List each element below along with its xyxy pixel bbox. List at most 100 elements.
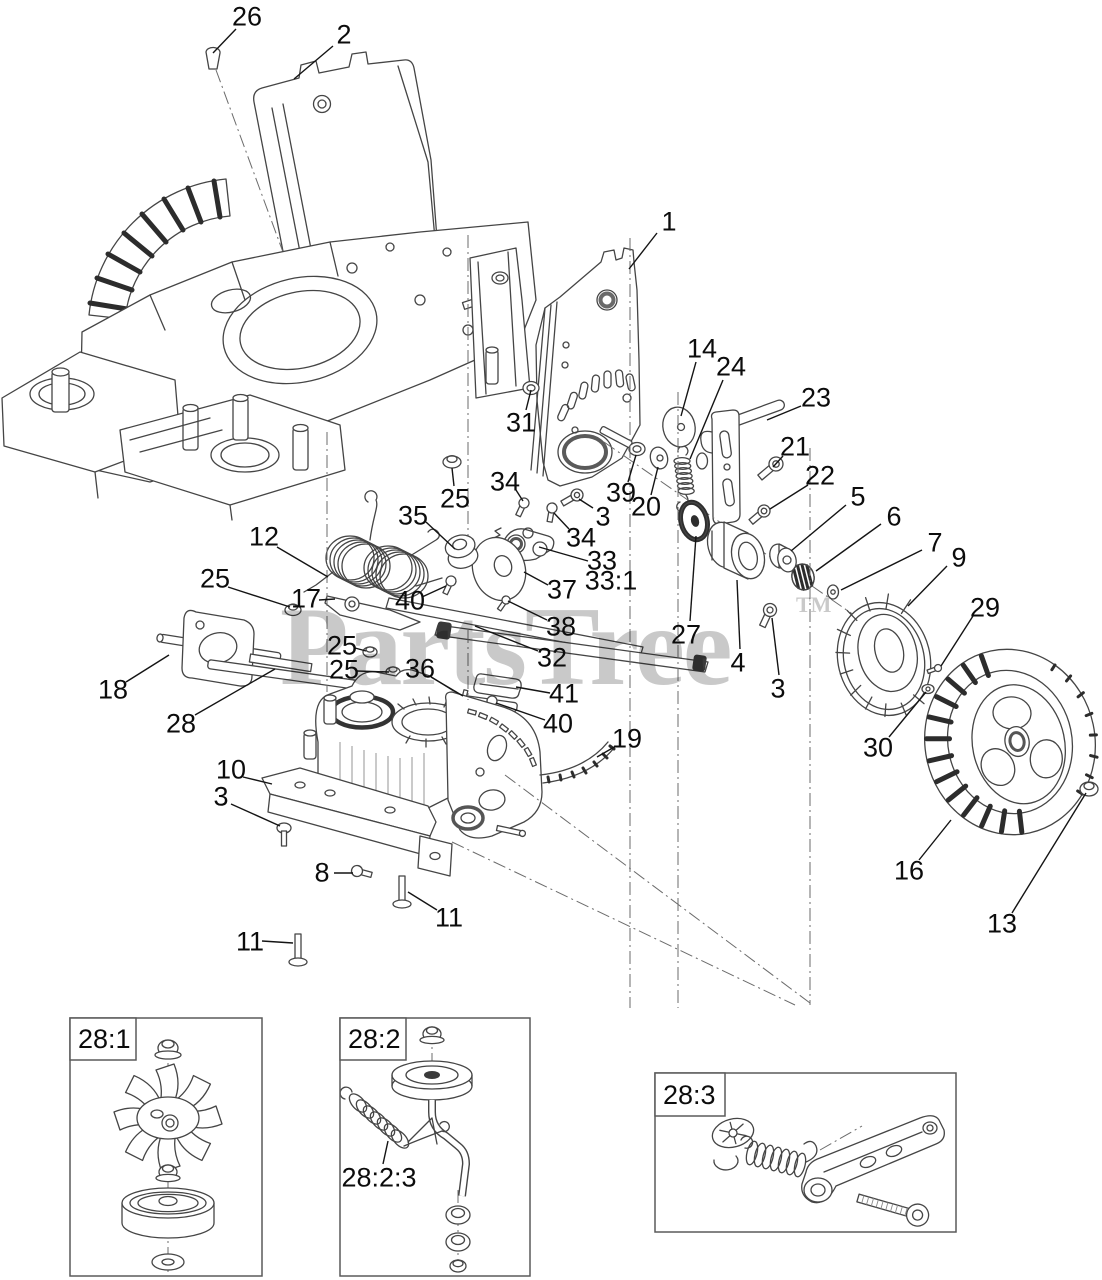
callout-11: 11 bbox=[236, 927, 294, 957]
inset-box-label: 28:3 bbox=[663, 1080, 716, 1110]
brake-assembly-art bbox=[442, 454, 555, 612]
inset-idler-art bbox=[339, 1026, 473, 1273]
callout-11: 11 bbox=[407, 891, 463, 933]
mower-deck-art bbox=[1, 46, 537, 521]
callout-number: 34 bbox=[490, 467, 520, 497]
callout-16: 16 bbox=[894, 819, 952, 886]
callout-number: 37 bbox=[547, 575, 577, 605]
watermark-text: PartsTree bbox=[280, 585, 731, 709]
callout-number: 24 bbox=[716, 352, 746, 382]
callout-number: 16 bbox=[894, 856, 924, 886]
callout-number: 33:1 bbox=[585, 566, 638, 596]
callout-number: 20 bbox=[631, 492, 661, 522]
sector-plate-art bbox=[444, 691, 616, 839]
callout-32: 32 bbox=[474, 625, 567, 673]
callout-number: 1 bbox=[661, 207, 676, 237]
callout-number: 3 bbox=[595, 502, 610, 532]
callout-10: 10 bbox=[216, 755, 273, 785]
inset-fan-pulley-art bbox=[113, 1039, 223, 1272]
callout-number: 25 bbox=[329, 655, 359, 685]
callout-25: 25 bbox=[329, 655, 390, 685]
callout-number: 11 bbox=[236, 927, 264, 957]
callout-3: 3 bbox=[770, 617, 786, 704]
callout-17: 17 bbox=[291, 584, 336, 614]
callout-40: 40 bbox=[395, 585, 447, 616]
callout-14: 14 bbox=[680, 334, 717, 417]
inset-lever-art bbox=[711, 1115, 945, 1227]
callout-38: 38 bbox=[507, 600, 576, 642]
callout-number: 35 bbox=[398, 501, 428, 531]
callout-3: 3 bbox=[578, 498, 611, 532]
springs-art bbox=[303, 445, 695, 599]
transmission-art bbox=[284, 595, 709, 818]
watermark: PartsTree TM bbox=[280, 585, 832, 709]
inset-box-28:1: 28:1 bbox=[69, 1017, 263, 1277]
callout-9: 9 bbox=[907, 543, 967, 607]
callout-number: 32 bbox=[537, 643, 567, 673]
clutch-art bbox=[603, 441, 891, 641]
callout-41: 41 bbox=[515, 679, 579, 709]
callout-number: 17 bbox=[291, 584, 321, 614]
callout-36: 36 bbox=[405, 654, 464, 697]
callout-number: 8 bbox=[314, 858, 329, 888]
callout-21: 21 bbox=[772, 432, 810, 468]
callout-number: 22 bbox=[805, 461, 835, 491]
callout-28: 28 bbox=[166, 668, 276, 739]
callout-number: 6 bbox=[886, 502, 901, 532]
callout-number: 11 bbox=[435, 903, 463, 933]
callout-number: 14 bbox=[687, 334, 717, 364]
callout-number: 38 bbox=[546, 612, 576, 642]
wheel-art bbox=[923, 648, 1099, 836]
inset-box-28:3: 28:3 bbox=[654, 1072, 957, 1233]
callout-number: 28 bbox=[166, 709, 196, 739]
callout-1: 1 bbox=[628, 207, 677, 270]
callout-8: 8 bbox=[314, 858, 353, 888]
callout-29: 29 bbox=[940, 593, 1000, 667]
inset-box-label: 28:1 bbox=[78, 1024, 131, 1054]
callout-30: 30 bbox=[863, 691, 927, 763]
callout-3: 3 bbox=[213, 782, 281, 827]
callout-39: 39 bbox=[606, 454, 637, 508]
inset-box-label: 28:2 bbox=[348, 1024, 401, 1054]
callout-number: 13 bbox=[987, 909, 1017, 939]
callout-number: 10 bbox=[216, 755, 246, 785]
callout-number: 41 bbox=[549, 679, 579, 709]
callout-24: 24 bbox=[689, 352, 746, 460]
inset-boxes: 28:1 28:2 28:3 bbox=[69, 1017, 957, 1277]
callout-number: 29 bbox=[970, 593, 1000, 623]
callout-number: 34 bbox=[566, 523, 596, 553]
callout-number: 18 bbox=[98, 675, 128, 705]
callout-number: 9 bbox=[951, 543, 966, 573]
callout-number: 25 bbox=[440, 484, 470, 514]
callout-number: 19 bbox=[612, 724, 642, 754]
callout-number: 26 bbox=[232, 2, 262, 32]
callout-40: 40 bbox=[495, 702, 573, 739]
inset-box-28:2: 28:2 bbox=[339, 1017, 531, 1277]
callout-25: 25 bbox=[327, 631, 367, 661]
callout-number: 31 bbox=[506, 408, 536, 438]
height-adjust-plate-art bbox=[467, 235, 641, 558]
callout-4: 4 bbox=[730, 579, 746, 678]
callout-number: 40 bbox=[543, 709, 573, 739]
callout-number: 7 bbox=[927, 528, 942, 558]
callout-number: 12 bbox=[249, 522, 279, 552]
callout-33:1: 33:1 bbox=[585, 566, 638, 596]
watermark-tm: TM bbox=[796, 592, 832, 617]
callout-35: 35 bbox=[398, 501, 456, 550]
callout-number: 40 bbox=[395, 586, 425, 616]
callout-number: 5 bbox=[850, 482, 865, 512]
callout-12: 12 bbox=[249, 522, 329, 578]
callout-number: 23 bbox=[801, 383, 831, 413]
callout-number: 33 bbox=[587, 546, 617, 576]
linkage-art bbox=[515, 380, 785, 525]
callout-number: 3 bbox=[213, 782, 228, 812]
hubcap-art bbox=[835, 593, 943, 718]
callout-number: 36 bbox=[405, 654, 435, 684]
callout-34: 34 bbox=[553, 512, 596, 553]
callout-number: 4 bbox=[730, 648, 745, 678]
callout-25: 25 bbox=[200, 564, 291, 608]
callout-number: 25 bbox=[327, 631, 357, 661]
callout-6: 6 bbox=[815, 502, 902, 572]
